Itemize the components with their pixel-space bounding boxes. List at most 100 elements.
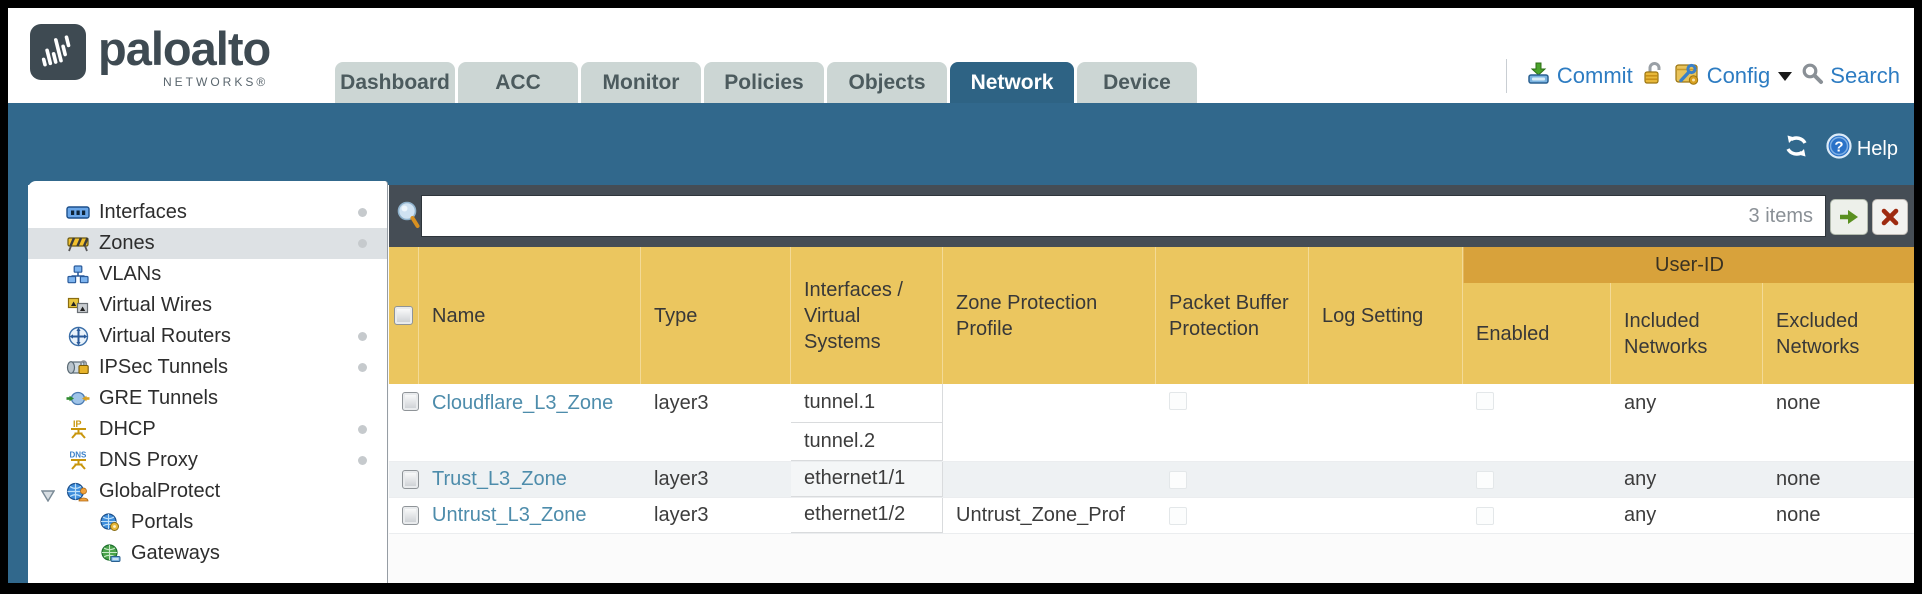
zones-table: Name Type Interfaces / Virtual Systems Z… (389, 247, 1914, 534)
svg-text:?: ? (1834, 139, 1843, 156)
interface-entry: tunnel.1 (791, 384, 943, 423)
sidebar-item-portals[interactable]: Portals (28, 507, 387, 538)
zone-name-link[interactable]: Untrust_L3_Zone (432, 504, 587, 526)
app-window: paloalto NETWORKS® Dashboard ACC Monitor… (8, 8, 1914, 583)
sidebar-item-vlans[interactable]: VLANs (28, 259, 387, 290)
tab-device[interactable]: Device (1077, 62, 1197, 103)
col-header-type[interactable]: Type (641, 247, 791, 384)
packet-buffer-checkbox[interactable] (1169, 392, 1187, 410)
sidebar-item-gateways[interactable]: Gateways (28, 538, 387, 569)
table-row: Cloudflare_L3_Zone layer3 tunnel.1 tunne… (389, 384, 1914, 462)
enabled-checkbox[interactable] (1476, 506, 1494, 525)
svg-text:DNS: DNS (69, 451, 87, 460)
zone-name-link[interactable]: Trust_L3_Zone (432, 468, 567, 490)
sidebar-item-gre-tunnels[interactable]: GRE Tunnels (28, 383, 387, 414)
row-select-cell (389, 498, 419, 533)
col-header-zone-protection-profile[interactable]: Zone Protection Profile (943, 247, 1156, 384)
tab-acc[interactable]: ACC (458, 62, 578, 103)
interfaces-icon (66, 205, 90, 220)
config-label: Config (1706, 63, 1771, 88)
help-button[interactable]: ? Help (1826, 133, 1898, 165)
col-header-excluded-networks[interactable]: Excluded Networks (1776, 309, 1860, 358)
tab-policies[interactable]: Policies (704, 62, 824, 103)
sidebar-item-interfaces[interactable]: Interfaces (28, 197, 387, 228)
tab-monitor[interactable]: Monitor (581, 62, 701, 103)
apply-filter-button[interactable] (1830, 199, 1868, 235)
filter-magnifier-icon (396, 201, 421, 234)
main-nav-tabs: Dashboard ACC Monitor Policies Objects N… (335, 62, 1197, 103)
tab-objects[interactable]: Objects (827, 62, 947, 103)
item-dot (358, 456, 367, 465)
filter-input-wrap: 3 items (421, 195, 1826, 237)
vlans-icon (66, 265, 90, 284)
col-header-interfaces[interactable]: Interfaces / Virtual Systems (791, 247, 943, 384)
item-dot (358, 363, 367, 372)
zones-icon (66, 235, 90, 252)
user-id-group: User-ID Enabled Included Networks Exclud… (1463, 247, 1914, 384)
sidebar-item-ipsec-tunnels[interactable]: IPSec Tunnels (28, 352, 387, 383)
excluded-networks: none (1776, 468, 1821, 490)
config-menu[interactable]: Config (1674, 61, 1793, 92)
row-select-cell (389, 462, 419, 497)
zone-protection-profile (943, 384, 1156, 461)
sidebar-item-dns-proxy[interactable]: DNS DNS Proxy (28, 445, 387, 476)
packet-buffer-checkbox[interactable] (1169, 470, 1187, 489)
sidebar-item-label: Portals (131, 511, 194, 533)
search-button[interactable]: Search (1801, 62, 1900, 91)
page-band: ? Help (8, 103, 1914, 185)
gateways-icon (98, 544, 122, 563)
lock-icon[interactable] (1642, 61, 1665, 92)
included-networks: any (1624, 468, 1657, 490)
refresh-icon[interactable] (1783, 134, 1810, 164)
sidebar-item-virtual-routers[interactable]: Virtual Routers (28, 321, 387, 352)
tab-dashboard[interactable]: Dashboard (335, 62, 455, 103)
sidebar-item-dhcp[interactable]: IP DHCP (28, 414, 387, 445)
sidebar-item-label: VLANs (99, 263, 162, 285)
commit-button[interactable]: Commit (1526, 61, 1633, 92)
actions-divider (1505, 59, 1507, 93)
col-header-included-networks[interactable]: Included Networks (1611, 283, 1763, 384)
sidebar-item-label: DHCP (99, 418, 156, 440)
row-checkbox[interactable] (402, 470, 419, 489)
row-checkbox[interactable] (402, 392, 419, 411)
enabled-checkbox[interactable] (1476, 392, 1494, 410)
dns-proxy-icon: DNS (66, 450, 90, 471)
items-count: 3 items (1748, 205, 1813, 227)
col-header-packet-buffer-protection[interactable]: Packet Buffer Protection (1156, 247, 1309, 384)
row-checkbox[interactable] (402, 506, 419, 525)
sidebar-item-zones[interactable]: Zones (28, 228, 387, 259)
log-setting (1309, 498, 1463, 533)
tab-network[interactable]: Network (950, 62, 1074, 103)
sidebar-item-virtual-wires[interactable]: Virtual Wires (28, 290, 387, 321)
select-all-checkbox[interactable] (394, 306, 413, 325)
log-setting (1309, 462, 1463, 497)
header-actions: Commit (1505, 59, 1900, 93)
col-header-enabled[interactable]: Enabled (1463, 283, 1611, 384)
network-sidebar: Interfaces Zones VLANs Virtual Wires (28, 181, 388, 583)
zone-name-link[interactable]: Cloudflare_L3_Zone (432, 392, 614, 414)
chevron-down-icon (1778, 71, 1793, 81)
left-band-strip (8, 185, 28, 583)
included-networks: any (1624, 504, 1657, 526)
user-id-enabled-cell (1463, 462, 1611, 497)
item-dot (358, 239, 367, 248)
col-header-name[interactable]: Name (419, 247, 641, 384)
enabled-checkbox[interactable] (1476, 470, 1494, 489)
col-header-log-setting[interactable]: Log Setting (1309, 247, 1463, 384)
log-setting (1309, 384, 1463, 461)
search-icon (1801, 62, 1824, 91)
clear-filter-button[interactable] (1872, 199, 1908, 235)
expand-triangle-icon[interactable] (40, 485, 56, 508)
sidebar-item-globalprotect[interactable]: GlobalProtect (28, 476, 387, 507)
svg-text:IP: IP (73, 419, 82, 429)
select-all-cell (389, 247, 419, 384)
sidebar-item-label: Zones (99, 232, 155, 254)
dhcp-icon: IP (66, 419, 90, 440)
search-label: Search (1830, 63, 1900, 88)
zone-interfaces-cell: ethernet1/1 (791, 462, 943, 497)
packet-buffer-checkbox[interactable] (1169, 506, 1187, 525)
filter-input[interactable] (422, 196, 1825, 236)
gre-tunnels-icon (66, 391, 90, 406)
paloalto-logo-icon (30, 24, 86, 85)
sidebar-item-label: Gateways (131, 542, 220, 564)
